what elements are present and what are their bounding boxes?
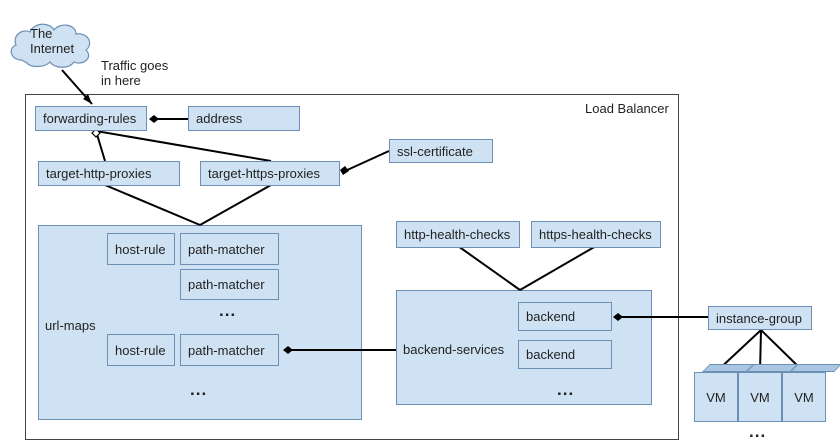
- backend-box: backend: [518, 302, 612, 331]
- traffic-label: Traffic goes in here: [101, 58, 169, 88]
- vm-top: [790, 364, 840, 372]
- internet-label: The Internet: [30, 26, 75, 56]
- internet-cloud: The Internet: [4, 20, 100, 70]
- ssl-certificate-box: ssl-certificate: [389, 139, 493, 163]
- instance-group-box: instance-group: [708, 306, 812, 330]
- path-matcher-box: path-matcher: [180, 233, 279, 265]
- ellipsis: ...: [219, 301, 237, 320]
- backend-services-label: backend-services: [403, 342, 505, 357]
- ellipsis: ...: [557, 380, 575, 399]
- url-maps-label: url-maps: [45, 318, 96, 333]
- vm-box: VM: [738, 372, 782, 422]
- host-rule-box: host-rule: [107, 233, 175, 265]
- path-matcher-box: path-matcher: [180, 334, 279, 366]
- target-https-proxies-box: target-https-proxies: [200, 161, 340, 186]
- forwarding-rules-box: forwarding-rules: [35, 106, 147, 131]
- vm-box: VM: [694, 372, 738, 422]
- address-box: address: [188, 106, 300, 131]
- host-rule-box: host-rule: [107, 334, 175, 366]
- load-balancer-label: Load Balancer: [585, 101, 669, 116]
- ellipsis: ...: [749, 422, 767, 441]
- cloud-icon: [10, 23, 91, 68]
- https-health-checks-box: https-health-checks: [531, 221, 661, 248]
- backend-box: backend: [518, 340, 612, 369]
- ellipsis: ...: [190, 380, 208, 399]
- http-health-checks-box: http-health-checks: [396, 221, 520, 248]
- path-matcher-box: path-matcher: [180, 269, 279, 300]
- target-http-proxies-box: target-http-proxies: [38, 161, 180, 186]
- vm-box: VM: [782, 372, 826, 422]
